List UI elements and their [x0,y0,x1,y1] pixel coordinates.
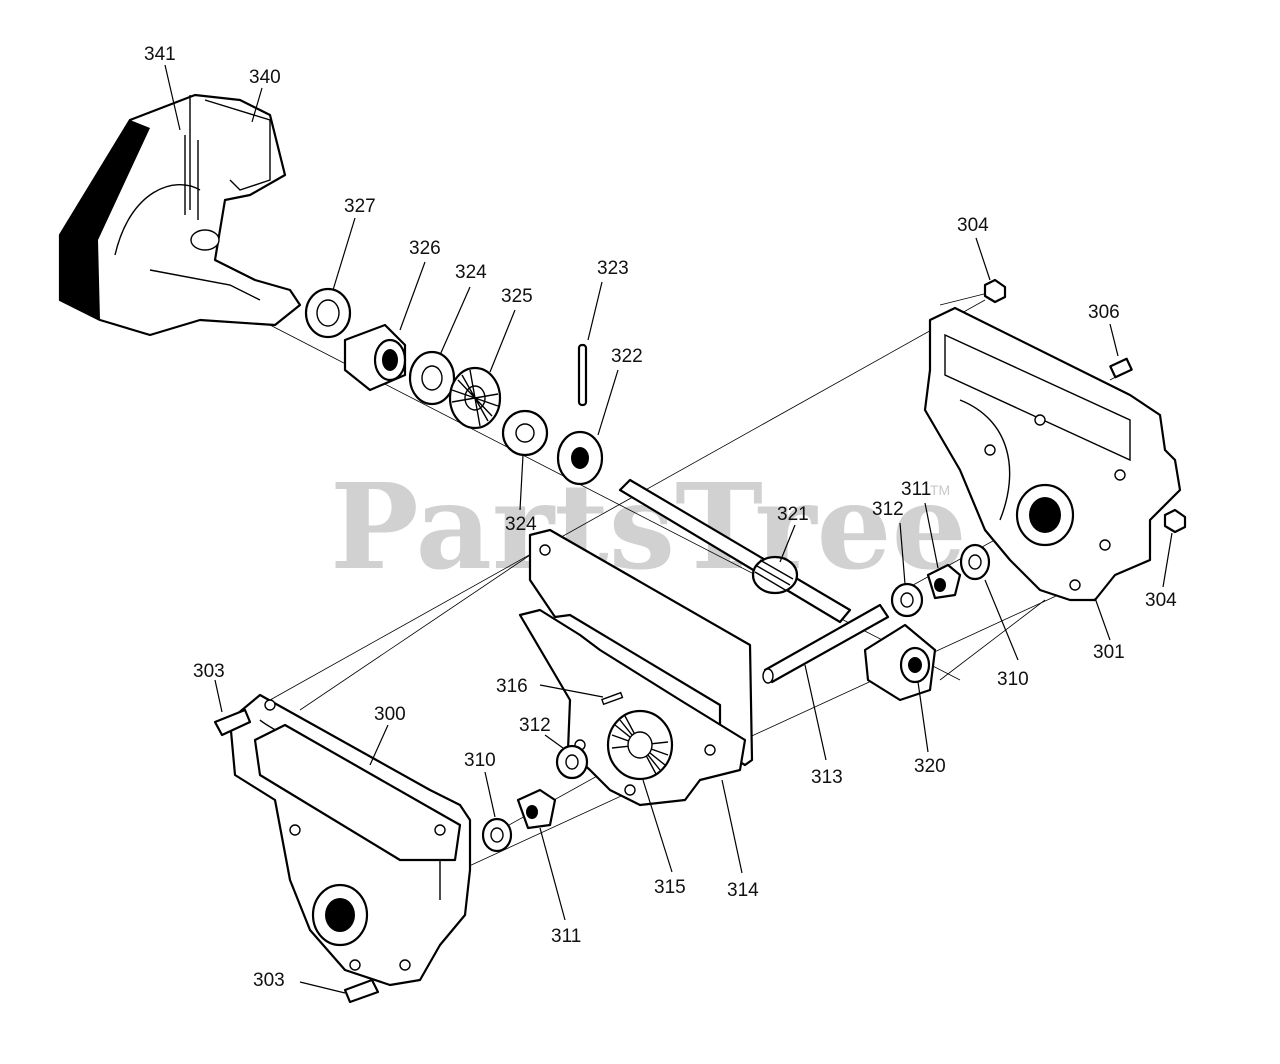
callout-303-top: 303 [193,661,225,682]
watermark-brand: PartsTree [330,457,967,596]
callout-323: 323 [597,258,629,279]
callout-304-right: 304 [1145,590,1177,611]
callout-311-right: 311 [901,479,931,500]
callout-341: 341 [144,44,176,65]
callout-322: 322 [611,346,643,367]
worm-shaft-321 [618,478,852,624]
callout-320: 320 [914,756,946,777]
callout-303-bottom: 303 [253,970,285,991]
callout-313: 313 [811,767,843,788]
callout-labels: 341 340 327 326 324 325 323 322 324 304 … [144,44,1177,991]
key-316 [601,691,624,706]
callout-311-left: 311 [551,926,581,947]
thrust-bearing-325 [448,366,502,430]
right-gear-case-301 [923,306,1182,602]
left-gear-case-300 [228,693,472,987]
callout-301: 301 [1093,642,1125,663]
washer-310-right [959,543,991,581]
callout-325: 325 [501,286,533,307]
shaft-313 [762,603,890,684]
watermark-trademark: TM [930,482,950,498]
washer-327 [304,287,352,339]
gear-315 [606,709,674,781]
collar-322 [556,430,604,486]
washer-324-lower [501,409,549,457]
bushing-311-right [926,563,962,600]
washer-310-left [481,817,513,853]
callout-327: 327 [344,196,376,217]
chute-housing-part [58,93,302,337]
bolt-303-top [213,708,252,737]
callout-324-lower: 324 [505,514,537,535]
callout-304-top: 304 [957,215,989,236]
nut-304-right [1163,508,1187,534]
bushing-326 [343,323,407,392]
callout-340: 340 [249,67,281,88]
callout-300: 300 [374,704,406,725]
pin-323 [577,343,588,407]
callout-312-right: 312 [872,499,904,520]
watermark: PartsTree TM [330,457,967,596]
bolt-303-bottom [343,978,380,1004]
callout-315: 315 [654,877,686,898]
callout-312-left: 312 [519,715,551,736]
bushing-311-left [516,788,557,830]
washer-324-upper [408,350,456,406]
washer-312-left [555,744,589,780]
leader-lines [164,64,1173,994]
callout-326: 326 [409,238,441,259]
callout-314: 314 [727,880,759,901]
callout-316: 316 [496,676,528,697]
nut-304-top [983,278,1007,304]
callout-321: 321 [777,504,809,525]
washer-312-right [890,582,924,618]
fitting-306 [1109,357,1133,379]
callout-306: 306 [1088,302,1120,323]
callout-324-upper: 324 [455,262,487,283]
coupling-320 [863,623,937,702]
callout-310-left: 310 [464,750,496,771]
callout-310-right: 310 [997,669,1029,690]
